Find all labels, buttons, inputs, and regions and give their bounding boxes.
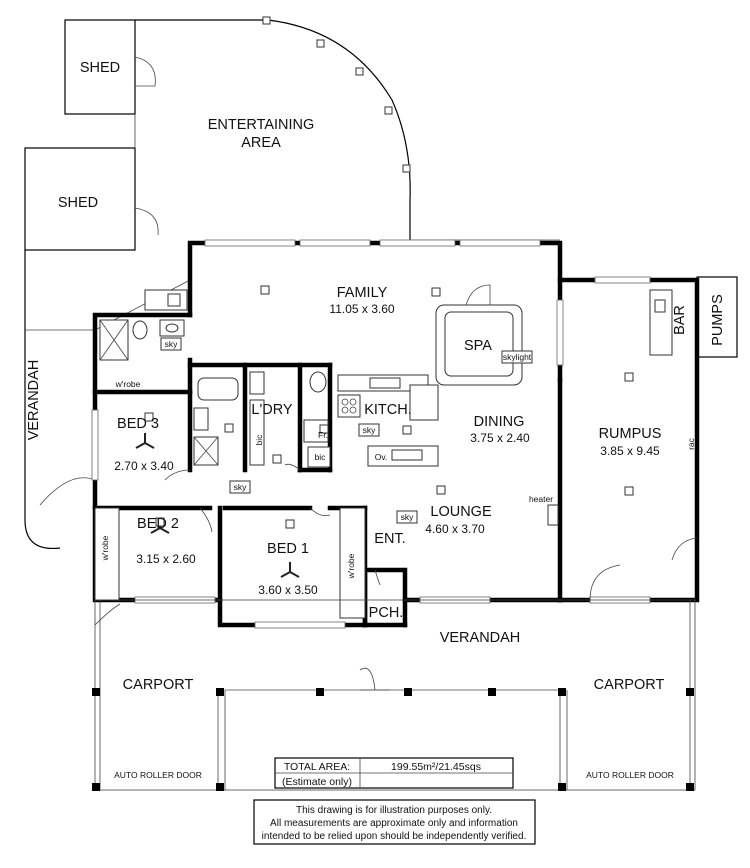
porch-label: PCH. xyxy=(369,605,404,621)
dining-dimensions: 3.75 x 2.40 xyxy=(470,431,530,445)
bic-label-2: bic xyxy=(315,452,327,462)
rumpus-dimensions: 3.85 x 9.45 xyxy=(600,444,660,458)
disclaimer-line-3: intended to be relied upon should be ind… xyxy=(262,831,527,842)
bic-label-1: bic xyxy=(254,434,264,446)
shed-left-label: SHED xyxy=(58,195,98,211)
total-area-box: TOTAL AREA: (Estimate only) 199.55m²/21.… xyxy=(274,757,514,789)
verandah-front-label: VERANDAH xyxy=(440,630,521,646)
verandah-carport-outline xyxy=(92,599,696,791)
verandah-left-label: VERANDAH xyxy=(26,360,42,441)
bed2-label: BED 2 xyxy=(137,516,179,532)
total-area-value: 199.55m²/21.45sqs xyxy=(391,761,481,773)
wrobe-bed2-label: w'robe xyxy=(100,535,110,561)
lounge-dimensions: 4.60 x 3.70 xyxy=(425,522,485,536)
family-label: FAMILY xyxy=(337,285,388,301)
roller-door-right-label: AUTO ROLLER DOOR xyxy=(586,770,674,780)
skylight-label-1: sky xyxy=(165,339,179,349)
spa-label: SPA xyxy=(464,338,492,354)
lounge-label: LOUNGE xyxy=(430,504,492,520)
disclaimer-line-1: This drawing is for illustration purpose… xyxy=(296,805,492,816)
family-dimensions: 11.05 x 3.60 xyxy=(329,302,394,316)
entertaining-area-label: ENTERTAINING xyxy=(208,117,315,133)
laundry-label: L'DRY xyxy=(251,402,293,418)
rumpus-label: RUMPUS xyxy=(599,426,662,442)
bed2-dimensions: 3.15 x 2.60 xyxy=(136,552,196,566)
wrobe-bed3-label: w'robe xyxy=(115,379,141,389)
bed3-dimensions: 2.70 x 3.40 xyxy=(114,459,174,473)
bed3-label: BED 3 xyxy=(117,416,159,432)
fridge-label: Fr. xyxy=(318,430,328,440)
bar-label: BAR xyxy=(672,305,688,335)
entertaining-area-outline xyxy=(134,16,560,241)
heater-label: heater xyxy=(529,494,553,504)
light-fixture-icon xyxy=(144,285,634,529)
ceiling-fan-icon xyxy=(135,433,300,578)
shed-left xyxy=(24,147,159,251)
dining-label: DINING xyxy=(474,414,525,430)
total-area-label: TOTAL AREA: xyxy=(284,761,350,773)
rac-label: rac xyxy=(686,437,696,450)
bed1-label: BED 1 xyxy=(267,541,309,557)
shed-top-label: SHED xyxy=(80,60,120,76)
fixtures xyxy=(94,284,698,691)
estimate-label: (Estimate only) xyxy=(282,776,352,788)
entertaining-area-label-2: AREA xyxy=(241,135,281,151)
oven-label: Ov. xyxy=(375,452,388,462)
disclaimer-line-2: All measurements are approximate only an… xyxy=(270,818,518,829)
verandah-left-outline xyxy=(24,250,191,550)
wrobe-bed1-label: w'robe xyxy=(346,553,356,579)
bed1-dimensions: 3.60 x 3.50 xyxy=(258,583,318,597)
carport-right-label: CARPORT xyxy=(594,677,665,693)
disclaimer-box: This drawing is for illustration purpose… xyxy=(253,799,536,845)
skylight-label: skylight xyxy=(503,352,532,362)
skylight-label-4: sky xyxy=(401,512,415,522)
carport-left-label: CARPORT xyxy=(123,677,194,693)
roller-door-left-label: AUTO ROLLER DOOR xyxy=(114,770,202,780)
pumps-label: PUMPS xyxy=(710,294,726,346)
shed-top xyxy=(64,19,156,115)
kitchen-label: KITCH. xyxy=(364,402,412,418)
skylight-label-2: sky xyxy=(363,425,377,435)
entry-label: ENT. xyxy=(374,531,405,547)
skylight-label-3: sky xyxy=(234,482,248,492)
